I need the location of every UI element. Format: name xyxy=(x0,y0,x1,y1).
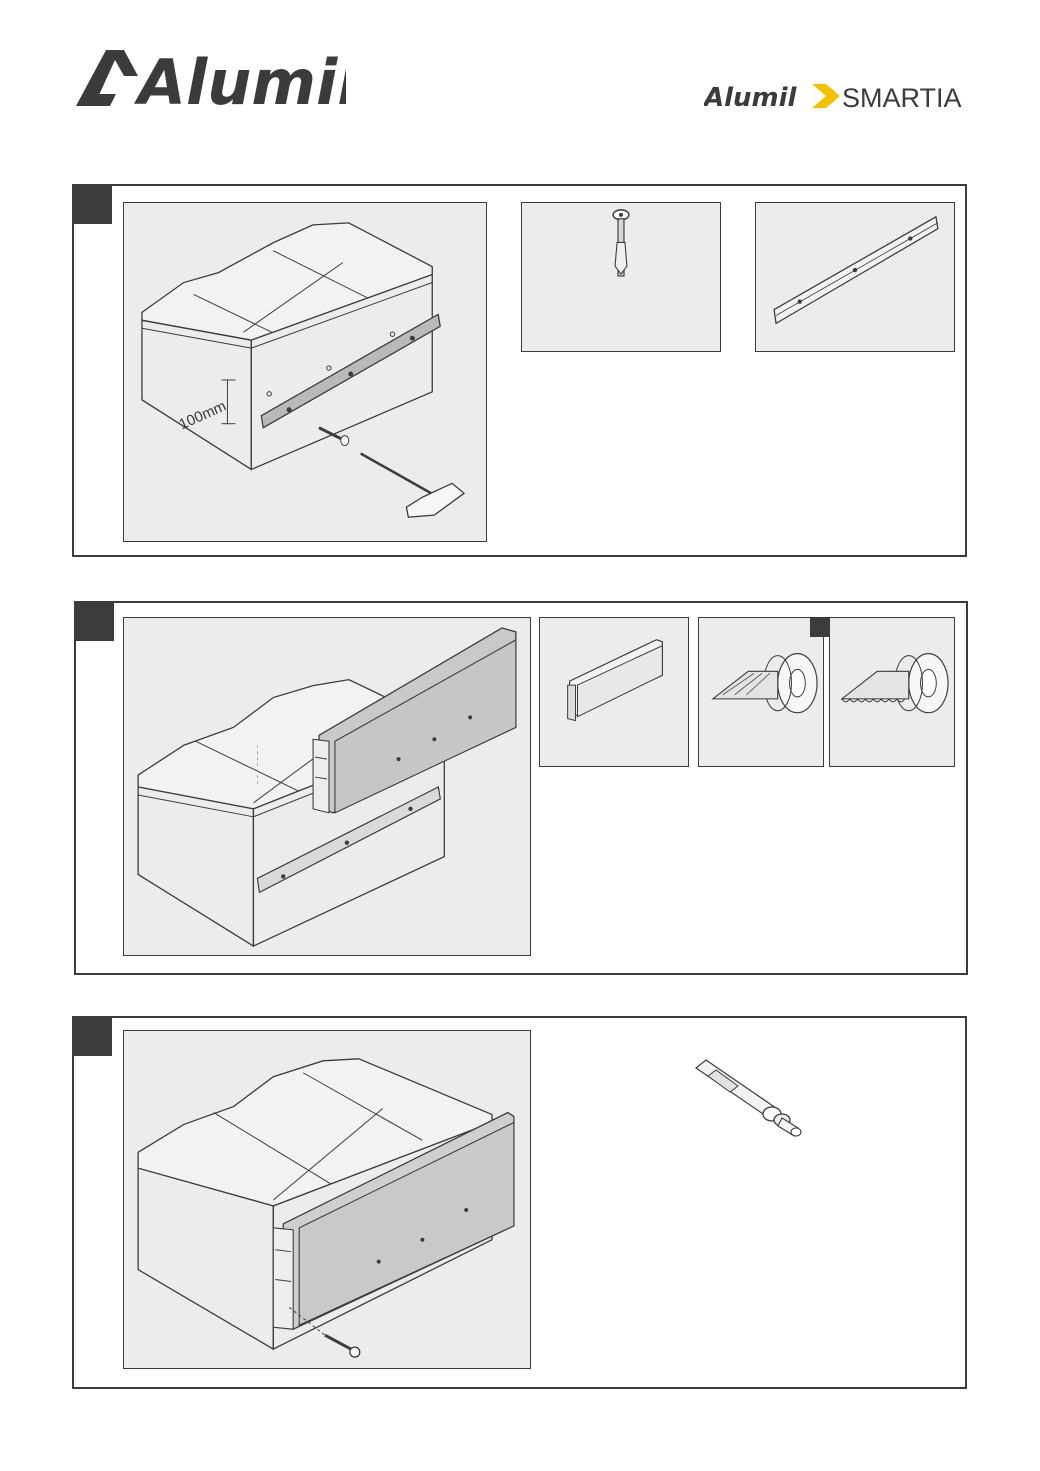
step-1-main-illustration: 100mm xyxy=(123,202,487,542)
step-1-part-anchor-bolt xyxy=(521,202,721,352)
anchor-bolt-icon xyxy=(612,209,630,277)
step-1-part-base-profile xyxy=(755,202,955,352)
step-2-tab xyxy=(74,601,114,641)
svg-text:Alumil: Alumil xyxy=(704,83,798,112)
step-2-part-gasket-smooth xyxy=(698,617,824,767)
step-3 xyxy=(72,1016,967,1389)
alumil-logo: Alumil xyxy=(76,46,346,110)
step-2-part-gasket-ribbed xyxy=(829,617,955,767)
base-profile-icon xyxy=(773,215,939,325)
rubber-gasket-smooth-icon xyxy=(711,653,818,714)
step-2-part-glass-profile xyxy=(539,617,689,767)
step-2 xyxy=(74,601,968,975)
rubber-gasket-ribbed-icon xyxy=(840,653,949,714)
step-3-tab xyxy=(72,1016,112,1056)
step-3-part-expansion-anchor xyxy=(686,1048,816,1148)
alumil-smartia-logo: Alumil SMARTIA xyxy=(704,83,962,112)
step-1-tab xyxy=(72,184,112,224)
step-1: 100mm xyxy=(72,184,967,557)
step-2-main-illustration xyxy=(123,617,531,956)
svg-text:SMARTIA: SMARTIA xyxy=(842,83,962,112)
expansion-anchor-icon xyxy=(694,1059,802,1137)
chevron-accent-icon xyxy=(812,84,840,108)
svg-text:Alumil: Alumil xyxy=(133,46,346,110)
glass-profile-icon xyxy=(567,639,663,722)
step-3-main-illustration xyxy=(123,1030,531,1369)
